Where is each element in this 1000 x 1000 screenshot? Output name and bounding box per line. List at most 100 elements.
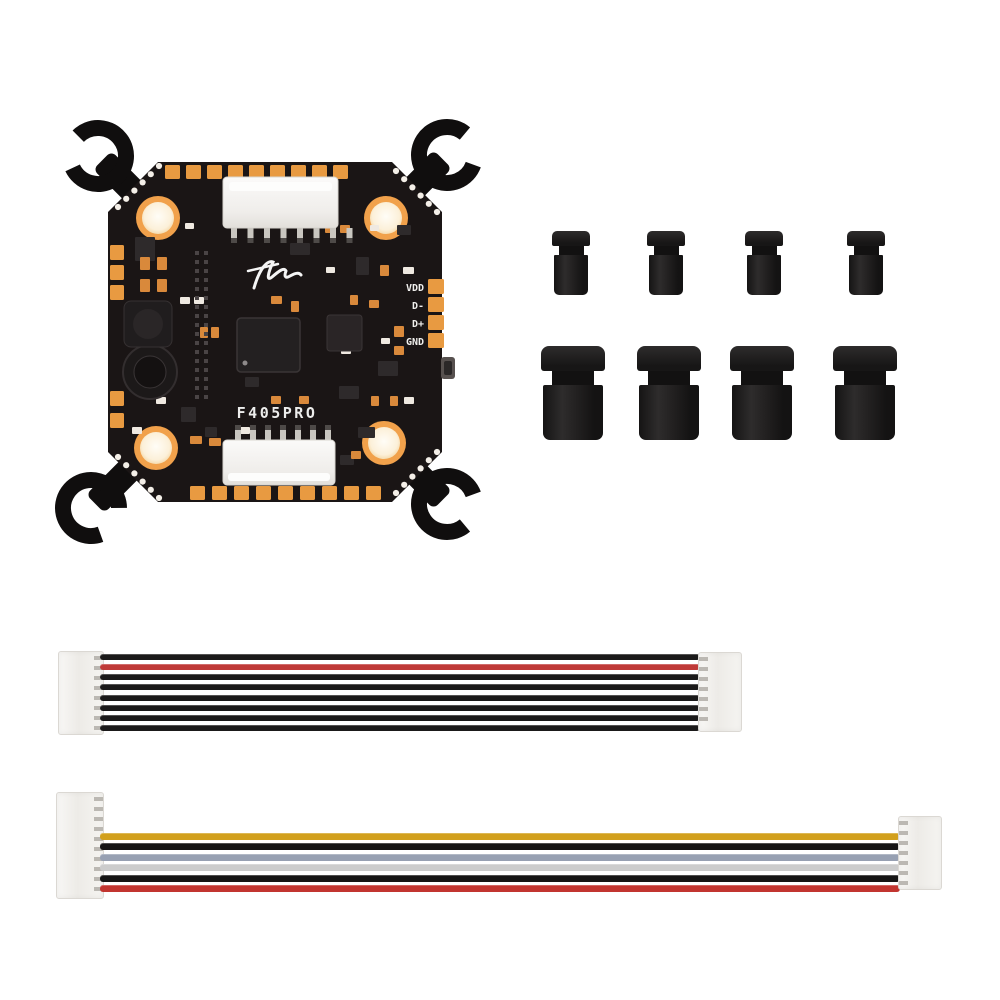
smd-component [205, 427, 217, 437]
rubber-grommet-tall-2 [637, 346, 701, 440]
solder-pad [333, 165, 348, 179]
crimp-pins [94, 656, 103, 730]
smd-component [190, 436, 202, 444]
smd-component [370, 225, 379, 231]
cable1-right-connector [698, 652, 742, 732]
connector-pin [313, 228, 320, 243]
grommet-body [835, 385, 895, 440]
mounting-hole-top-left [136, 196, 180, 240]
via-dot [401, 481, 408, 488]
smd-component [394, 326, 404, 337]
smd-component [271, 296, 282, 304]
solder-pad [110, 391, 124, 406]
smd-component [132, 427, 142, 434]
smd-component [378, 361, 398, 376]
smd-component [351, 451, 361, 459]
connector-pin [264, 228, 270, 243]
wire [100, 833, 900, 840]
via-dot [155, 162, 163, 170]
smd-component [185, 223, 194, 229]
connector-pin-tip [235, 425, 241, 430]
smd-component [358, 427, 375, 438]
connector-pin-tip [310, 425, 316, 430]
smd-component [209, 438, 221, 446]
label-d-minus: D- [412, 301, 424, 312]
connector-pin-tip [330, 238, 336, 243]
smd-component [291, 301, 299, 312]
smd-component [211, 327, 219, 338]
smd-component [271, 396, 281, 404]
connector-pin [265, 425, 271, 440]
connector-pins [231, 228, 353, 243]
cable1-wires [100, 654, 700, 731]
boot-button-cap [444, 361, 452, 375]
wire [100, 724, 700, 731]
grommet-flange [730, 346, 794, 371]
connector-pins [235, 425, 331, 440]
grommet-notch [853, 246, 879, 255]
via-dot [425, 200, 432, 207]
solder-pad [165, 165, 180, 179]
grommet-flange [552, 231, 590, 246]
solder-pad [207, 165, 222, 179]
smd-component [157, 257, 167, 270]
connector-pin-tip [280, 238, 287, 243]
grommet-body [849, 255, 883, 295]
connector-pin-tip [325, 425, 331, 430]
solder-pad [190, 486, 205, 500]
grommet-flange [647, 231, 685, 246]
via-dot [123, 462, 130, 469]
grommet-flange [637, 346, 701, 371]
solder-pad [344, 486, 359, 500]
via-dot [114, 203, 122, 211]
solder-pad [234, 486, 249, 500]
label-vdd: VDD [406, 283, 424, 294]
grommet-body [649, 255, 683, 295]
solder-pad [270, 165, 285, 179]
wire [100, 694, 700, 701]
grommet-notch [552, 371, 594, 385]
smd-component [356, 257, 369, 275]
smd-component [350, 295, 358, 305]
via-dot [131, 187, 138, 194]
smd-component [394, 346, 404, 355]
wire [100, 884, 900, 892]
wire [100, 853, 900, 861]
connector-pin-tip [346, 238, 353, 243]
solder-pad [110, 265, 124, 280]
grommet-notch [648, 371, 690, 385]
grommet-flange [847, 231, 885, 246]
via-dot [433, 208, 441, 216]
via-dot [155, 494, 163, 502]
via-dot [401, 176, 408, 183]
connector-pin [250, 425, 256, 440]
silkscreen-pad-labels: VDD D- D+ GND [406, 283, 424, 348]
mcu-chip [236, 317, 301, 373]
inductor-round [122, 344, 178, 400]
smd-component [245, 377, 259, 387]
connector-pin-tip [231, 238, 237, 243]
solder-pad [300, 486, 315, 500]
via-dot [433, 448, 441, 456]
cable-harness-6pin [56, 790, 942, 900]
via-dot [425, 457, 432, 464]
via-dot [417, 192, 424, 199]
connector-pin [297, 228, 303, 243]
via-dot [131, 470, 138, 477]
solder-pad [312, 165, 327, 179]
connector-pin [231, 228, 237, 243]
connector-pin [295, 425, 301, 440]
smd-component [156, 397, 166, 404]
smd-component [326, 267, 335, 273]
grommet-body [543, 385, 603, 440]
smd-component [404, 397, 414, 404]
rubber-grommet-short-3 [745, 231, 783, 295]
smd-component [390, 396, 398, 406]
model-label: F405PRO [237, 404, 318, 422]
grommet-flange [745, 231, 783, 246]
smd-component [403, 267, 414, 274]
smd-component [369, 300, 379, 308]
via-dot [147, 486, 154, 493]
connector-pin [280, 228, 287, 243]
